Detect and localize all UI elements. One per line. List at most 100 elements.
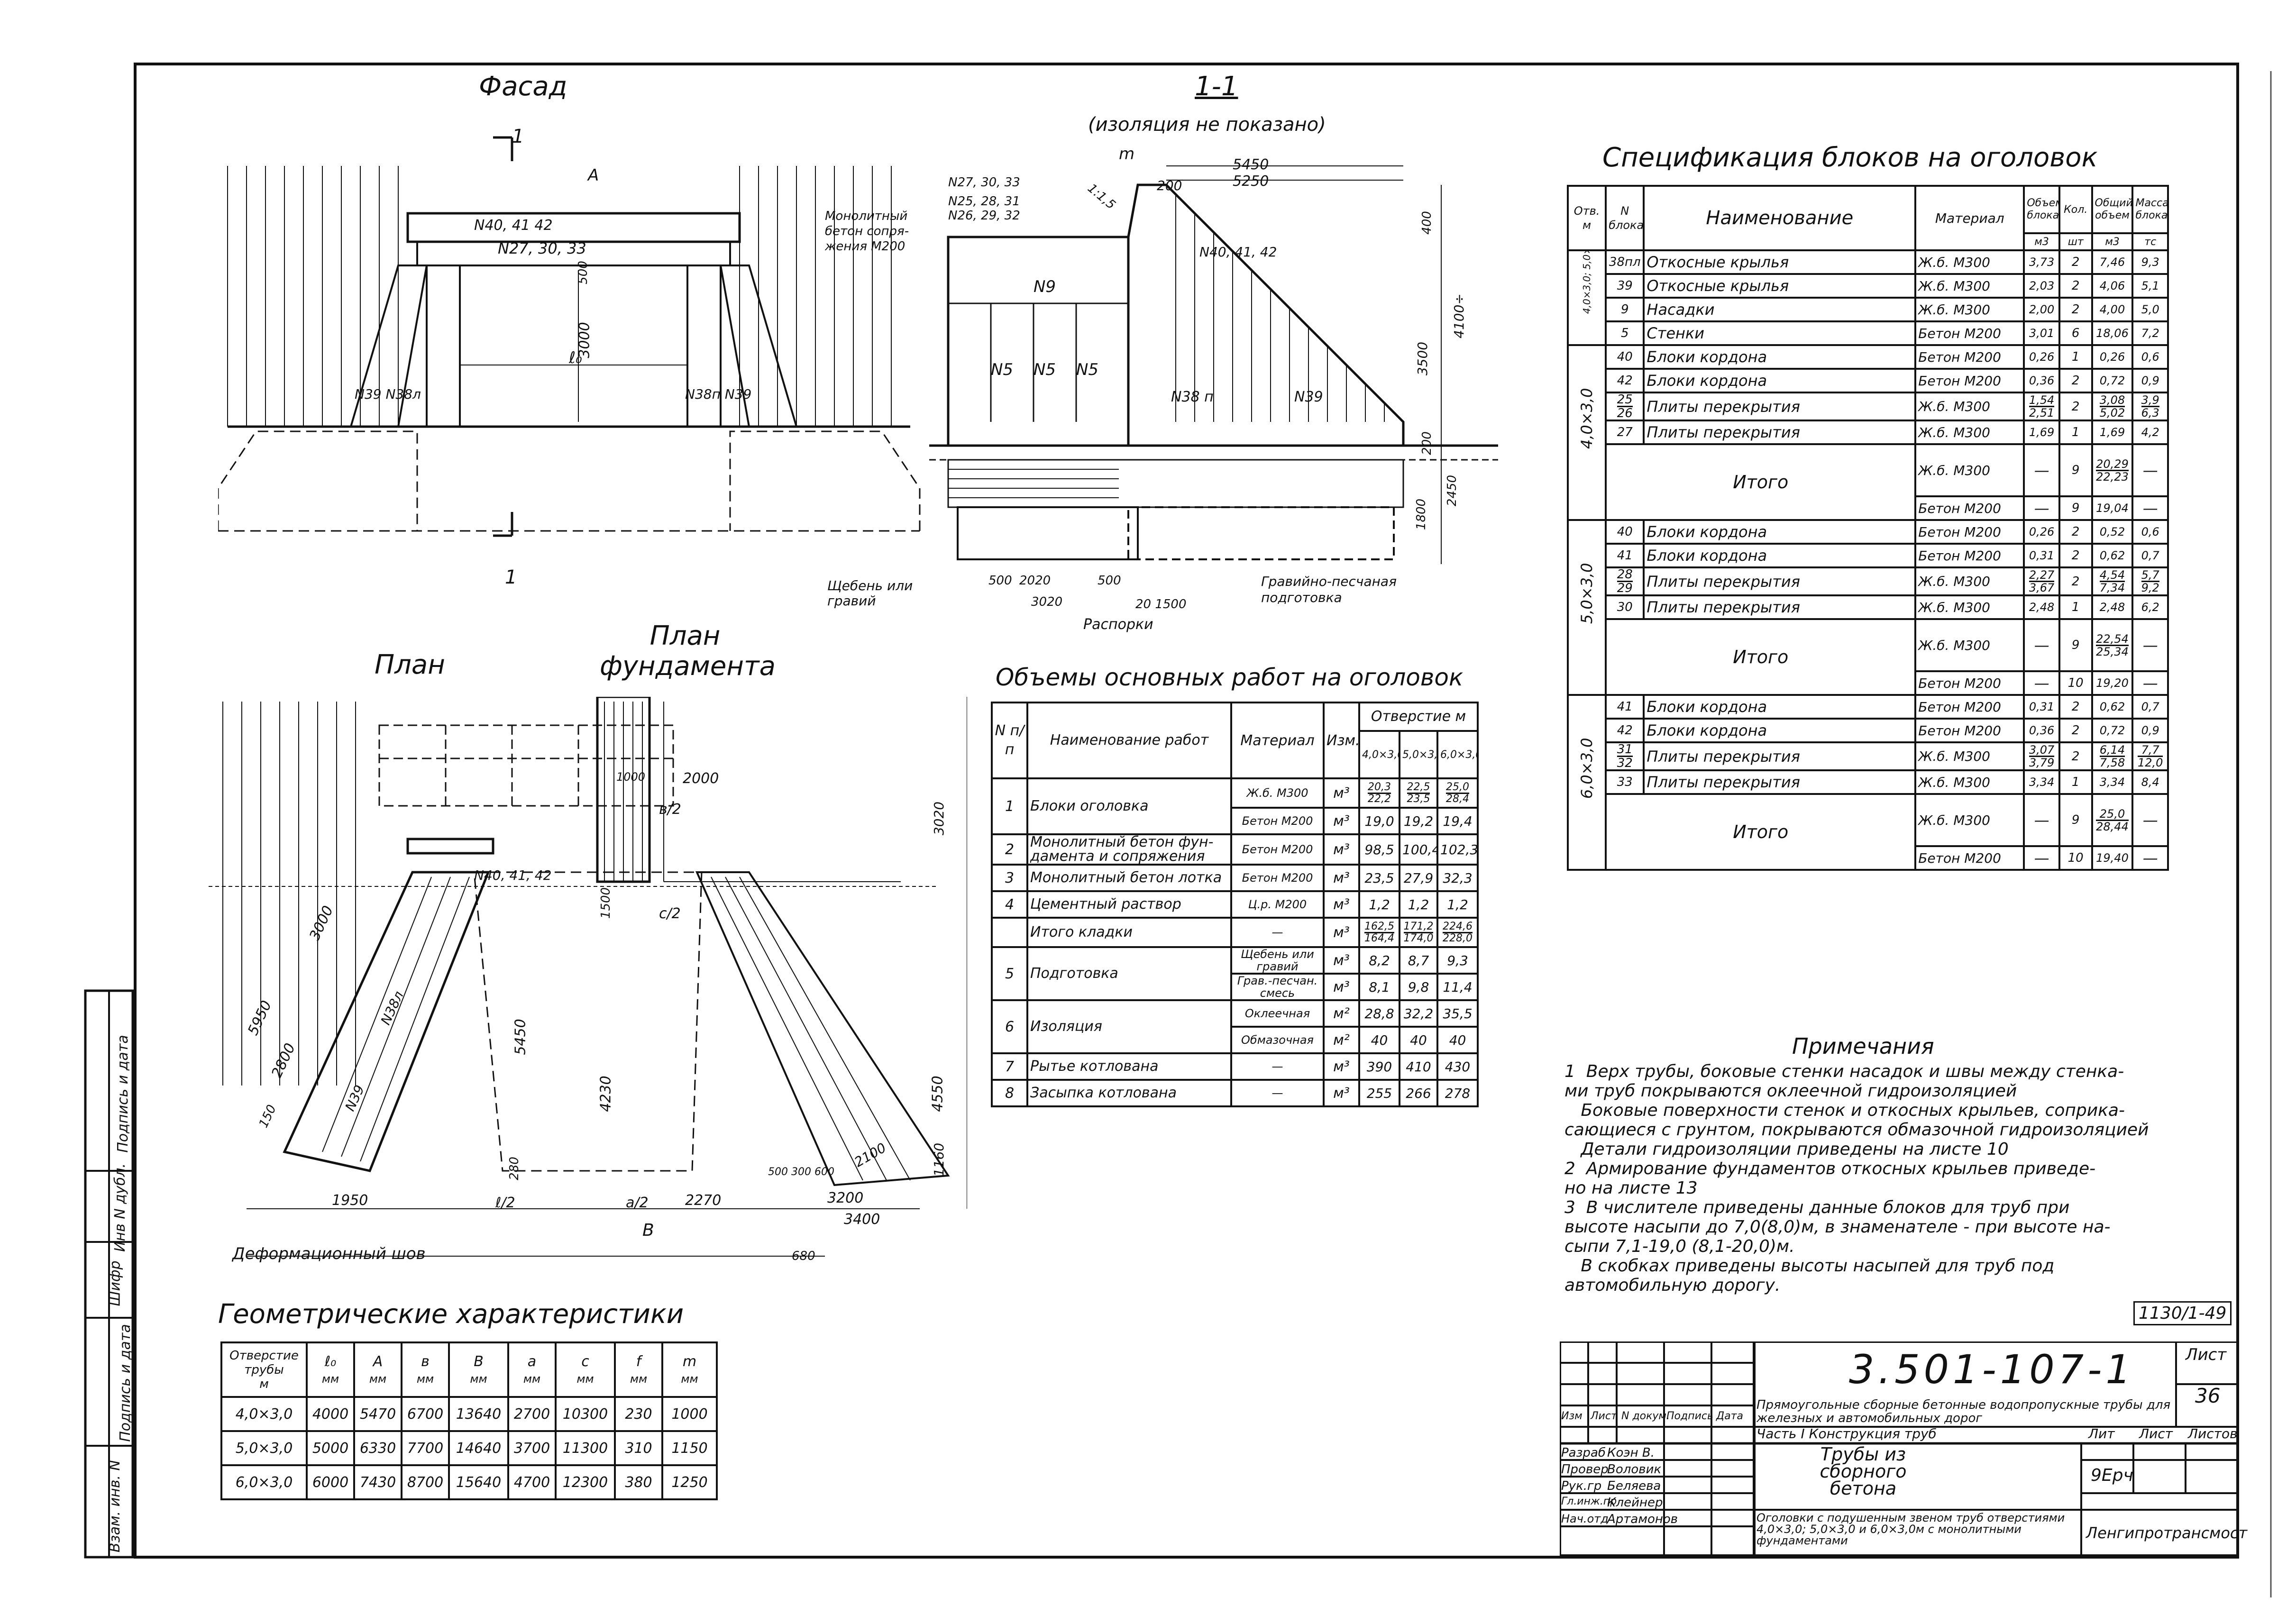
geom-cell: 2700 [507, 1396, 557, 1432]
facade-top-blocks: N40, 41 42 [474, 217, 553, 234]
works-cell-value: 1,2 [1358, 890, 1400, 919]
spec-cell-name: Блоки кордона [1643, 543, 1917, 568]
plan-dim-1000: 1000 [616, 770, 646, 784]
facade-mark-A: A [588, 166, 599, 185]
fraction-part: 2,27 [2029, 568, 2055, 582]
spec-cell-mass: — [2131, 443, 2169, 497]
spec-cell-mat: Ж.б. М300 [1914, 793, 2025, 847]
spec-cell-name: Стенки [1643, 320, 1917, 346]
spec-cell-n: 5 [1605, 320, 1645, 346]
stamp-head-sign: Подпись [1666, 1410, 1713, 1422]
spec-cell-vol: 3,34 [2023, 769, 2060, 795]
plan-dim-4230: 4230 [597, 1076, 614, 1112]
spec-cell-mass: 0,7 [2131, 543, 2169, 568]
spec-cell-vol: — [2023, 443, 2060, 497]
section-dim-500b: 500 [1098, 574, 1121, 588]
fraction-part: 6,14 [2099, 743, 2125, 757]
spec-cell-tot: 19,40 [2091, 845, 2134, 871]
works-cell-unit: м³ [1323, 946, 1360, 975]
stamp-person-role-0: Разраб [1561, 1446, 1606, 1460]
fraction-part: 28,4 [1446, 793, 1469, 805]
works-cell-mat: Бетон М200 [1230, 833, 1325, 866]
spec-cell-name: Плиты перекрытия [1643, 769, 1917, 795]
plan-dim-1500: 1500 [599, 887, 613, 919]
section-dim-200: 200 [1157, 178, 1182, 193]
geom-cell: 5000 [306, 1430, 355, 1466]
spec-cell-otv: 6,0×3,0 [1566, 694, 1607, 871]
spec-cell-mass: — [2131, 845, 2169, 871]
spec-cell-qty: 2 [2058, 694, 2093, 720]
geom-h8-main: m [682, 1353, 697, 1370]
section-dim-500a: 500 [988, 574, 1012, 588]
geom-h0-main: Отверстие трубы [229, 1348, 299, 1377]
spec-cell-mat: Ж.б. М300 [1914, 392, 2025, 421]
fraction-part: 3,08 [2099, 393, 2125, 407]
spec-cell-vol: 0,36 [2023, 718, 2060, 743]
stamp-head-doc: N докум. [1621, 1410, 1670, 1422]
facade-drawing [218, 136, 921, 537]
spec-cell-vol: — [2023, 793, 2060, 847]
works-title: Объемы основных работ на оголовок [996, 664, 1464, 691]
works-cell-value: 8,7 [1399, 946, 1438, 975]
works-cell-value: 19,0 [1358, 807, 1400, 835]
spec-cell-tot: 0,62 [2091, 694, 2134, 720]
works-cell-n: 5 [991, 946, 1028, 1001]
geom-h3-main: в [421, 1353, 430, 1370]
fraction-part: 4,54 [2099, 568, 2125, 582]
spec-cell-mat: Бетон М200 [1914, 670, 2025, 696]
side-label-4: Подпись и дата [117, 1324, 134, 1442]
fraction-part: 1,54 [2029, 393, 2055, 407]
works-cell-n: 6 [991, 999, 1028, 1054]
works-h-name: Наименование работ [1026, 702, 1232, 779]
spec-cell-name: Плиты перекрытия [1643, 741, 1917, 771]
works-cell-unit: м² [1323, 999, 1360, 1028]
spec-title: Спецификация блоков на оголовок [1602, 142, 2098, 173]
works-cell-mat: Обмазочная [1230, 1026, 1325, 1054]
spec-cell-mat: Ж.б. М300 [1914, 618, 2025, 672]
works-cell-value: 278 [1436, 1079, 1479, 1107]
geom-cell: 6000 [306, 1464, 355, 1500]
spec-cell-name: Блоки кордона [1643, 344, 1917, 370]
geom-h1-unit: мм [321, 1372, 339, 1386]
stamp-person-role-4: Нач.отд [1561, 1512, 1609, 1525]
side-label-3: Шифр [107, 1260, 124, 1306]
spec-cell-vol: 2,00 [2023, 297, 2060, 322]
stamp-person-name-3: Клейнер [1607, 1496, 1663, 1510]
spec-cell-vol: 3,01 [2023, 320, 2060, 346]
spec-cell-tot: 18,06 [2091, 320, 2134, 346]
stamp-person-role-3: Гл.инж.пр [1561, 1496, 1617, 1507]
geom-cell: 6700 [401, 1396, 450, 1432]
spec-cell-name: Блоки кордона [1643, 368, 1917, 393]
stamp-subject: Трубы из сборного бетона [1820, 1444, 1907, 1499]
spec-cell-n: 42 [1605, 718, 1645, 743]
works-cell-unit: м³ [1323, 1052, 1360, 1081]
works-cell-value: 19,2 [1399, 807, 1438, 835]
spec-cell-n: 39 [1605, 273, 1645, 299]
spec-cell-n: 9 [1605, 297, 1645, 322]
stamp-person-name-0: Коэн В. [1607, 1446, 1655, 1460]
fraction-part: 5,02 [2099, 406, 2125, 420]
spec-cell-vol: — [2023, 670, 2060, 696]
fraction-part: 3,79 [2029, 756, 2055, 769]
spec-cell-name: Плиты перекрытия [1643, 594, 1917, 620]
geom-cell: 4000 [306, 1396, 355, 1432]
spec-cell-tot: 1,69 [2091, 420, 2134, 445]
